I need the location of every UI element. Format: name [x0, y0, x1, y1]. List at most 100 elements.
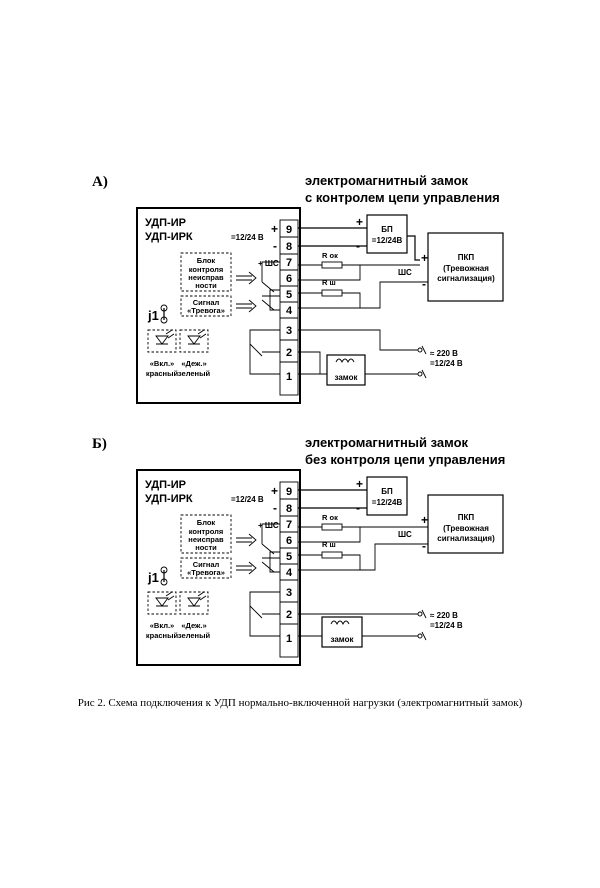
alarm-signal-block [180, 557, 232, 579]
ppk-plus: + [421, 251, 428, 265]
bp-line1: БП [381, 225, 393, 234]
device-name-line2: УДП-ИРК [145, 231, 193, 243]
terminal-9: 9 [286, 224, 292, 236]
terminal-minus: - [273, 239, 277, 253]
alarm-block-line1: Сигнал [193, 298, 220, 307]
led-on-red-icon [147, 329, 177, 353]
alarm-panel-box [427, 494, 504, 554]
alarm-block-line1: Сигнал [193, 560, 220, 569]
ppk-plus: + [421, 513, 428, 527]
terminal-4: 4 [286, 305, 293, 317]
fault-control-block [180, 514, 232, 554]
ac-label: ≈ 220 В [430, 349, 458, 358]
terminal-plus: + [271, 222, 278, 236]
led-duty-line2: зеленый [178, 631, 211, 640]
alarm-panel-box [427, 232, 504, 302]
terminal-strip [279, 481, 299, 658]
led-on-line2: красный [146, 631, 179, 640]
panel-b-letter: Б) [92, 436, 107, 452]
jumper-label: j1 [147, 570, 159, 585]
lock-box [326, 354, 366, 386]
panel-b-title-line2: без контроля цепи управления [305, 452, 505, 467]
led-on-line1: «Вкл.» [150, 621, 174, 630]
terminal-5: 5 [286, 289, 292, 301]
led-on-line1: «Вкл.» [150, 359, 174, 368]
led-on-red-icon [147, 591, 177, 615]
ppk-line3: сигнализация) [437, 534, 495, 543]
bp-plus: + [356, 477, 363, 491]
fault-block-line2: контроля [189, 527, 224, 536]
device-box [136, 469, 301, 666]
jumper-icon [160, 566, 168, 586]
ppk-line1: ПКП [458, 253, 475, 262]
r-sh-resistor [321, 289, 343, 297]
device-box [136, 207, 301, 404]
ppk-shs: ШС [398, 530, 412, 539]
bp-plus: + [356, 215, 363, 229]
panel-a: А) электромагнитный замок с контролем це… [92, 173, 504, 404]
terminal-8: 8 [286, 503, 292, 515]
power-supply-box [366, 476, 408, 516]
jumper-icon [160, 304, 168, 324]
alarm-signal-block [180, 295, 232, 317]
terminal-9: 9 [286, 486, 292, 498]
led-duty-line1: «Деж.» [181, 621, 206, 630]
r-ok-label: R ок [322, 513, 338, 522]
terminal-strip [279, 219, 299, 396]
ppk-minus: - [422, 539, 426, 553]
panel-b: Б) электромагнитный замок без контроля ц… [92, 435, 505, 666]
device-name-line2: УДП-ИРК [145, 493, 193, 505]
panel-a-letter: А) [92, 174, 108, 190]
bp-line2: =12/24В [372, 236, 403, 245]
led-duty-line1: «Деж.» [181, 359, 206, 368]
ppk-shs: ШС [398, 268, 412, 277]
fault-control-block [180, 252, 232, 292]
supply-label: =12/24 В [231, 233, 264, 242]
led-duty-green-icon [179, 591, 209, 615]
fault-block-line4: ности [195, 281, 217, 290]
fault-block-line2: контроля [189, 265, 224, 274]
panel-b-title-line1: электромагнитный замок [305, 435, 469, 450]
r-sh-label: R ш [322, 540, 336, 549]
ppk-line2: (Тревожная [443, 524, 489, 533]
panel-a-title-line1: электромагнитный замок [305, 173, 469, 188]
ppk-line2: (Тревожная [443, 264, 489, 273]
terminal-1: 1 [286, 633, 292, 645]
dc-label: =12/24 В [430, 621, 463, 630]
lock-label: замок [334, 373, 358, 382]
r-sh-resistor [321, 551, 343, 559]
terminal-3: 3 [286, 587, 292, 599]
alarm-block-line2: «Тревога» [187, 568, 225, 577]
ppk-minus: - [422, 277, 426, 291]
ppk-line3: сигнализация) [437, 274, 495, 283]
terminal-3: 3 [286, 325, 292, 337]
terminal-2: 2 [286, 347, 292, 359]
terminal-1: 1 [286, 371, 292, 383]
device-name-line1: УДП-ИР [145, 479, 186, 491]
terminal-2: 2 [286, 609, 292, 621]
fault-block-line3: неисправ [188, 273, 224, 282]
led-duty-green-icon [179, 329, 209, 353]
r-ok-resistor [321, 261, 343, 269]
ppk-line1: ПКП [458, 513, 475, 522]
fault-block-line3: неисправ [188, 535, 224, 544]
terminal-8: 8 [286, 241, 292, 253]
alarm-block-line2: «Тревога» [187, 306, 225, 315]
terminal-7: 7 [286, 257, 292, 269]
terminal-6: 6 [286, 535, 292, 547]
led-on-line2: красный [146, 369, 179, 378]
device-name-line1: УДП-ИР [145, 217, 186, 229]
terminal-4: 4 [286, 567, 293, 579]
led-duty-line2: зеленый [178, 369, 211, 378]
terminal-7: 7 [286, 519, 292, 531]
r-ok-resistor [321, 523, 343, 531]
dc-label: =12/24 В [430, 359, 463, 368]
lock-box [321, 616, 363, 648]
ac-label: ≈ 220 В [430, 611, 458, 620]
panel-a-title-line2: с контролем цепи управления [305, 190, 500, 205]
supply-label: =12/24 В [231, 495, 264, 504]
terminal-6: 6 [286, 273, 292, 285]
terminal-plus: + [271, 484, 278, 498]
terminal-5: 5 [286, 551, 292, 563]
